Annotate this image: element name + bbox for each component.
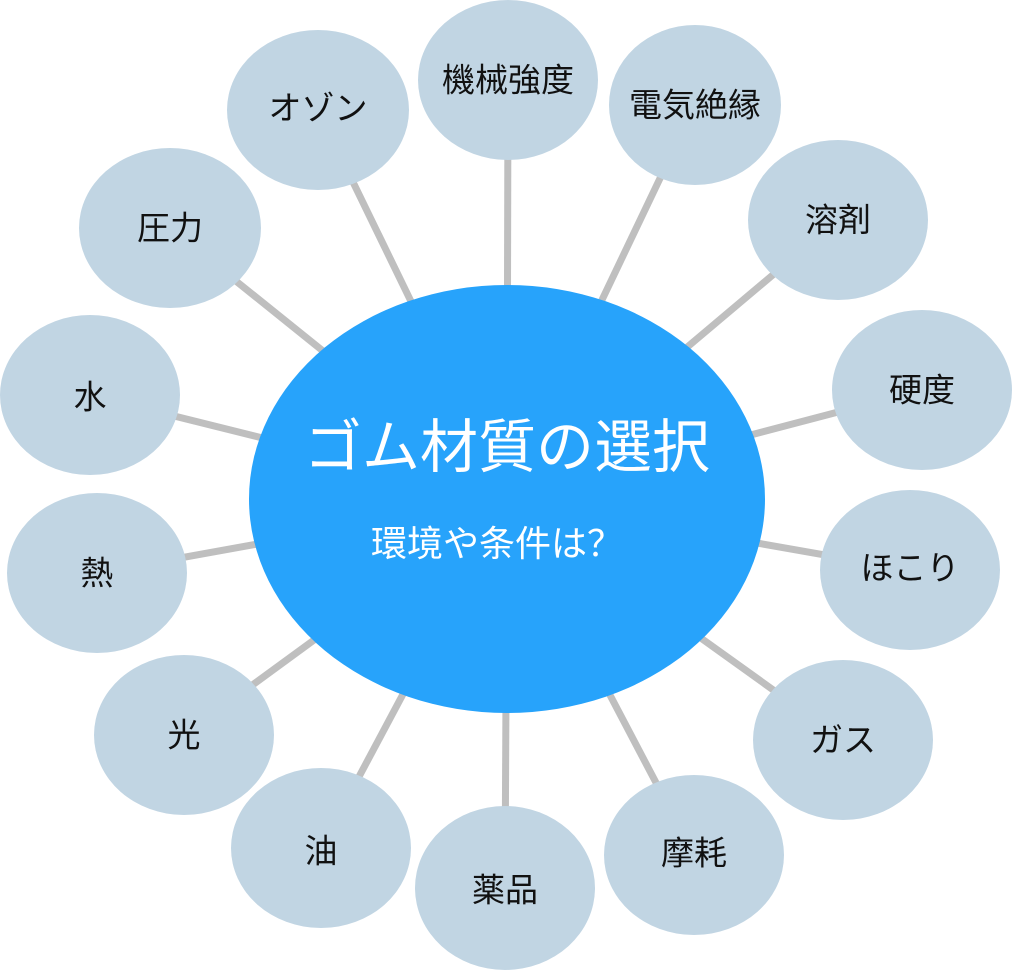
- node-dust-shape: [820, 490, 1000, 650]
- node-dust-label: ほこり: [860, 548, 960, 588]
- node-mechanical-strength-label: 機械強度: [442, 60, 574, 100]
- node-light-shape: [94, 655, 274, 815]
- node-chemicals-label: 薬品: [472, 870, 538, 910]
- node-solvent-shape: [748, 140, 928, 300]
- node-pressure-label: 圧力: [137, 208, 203, 248]
- node-heat-shape: [7, 493, 187, 653]
- center-node-shape: [249, 285, 765, 713]
- node-mechanical-strength-shape: [418, 0, 598, 160]
- node-water-shape: [0, 315, 180, 475]
- node-heat-label: 熱: [80, 553, 114, 593]
- node-light-label: 光: [167, 715, 201, 755]
- node-water-label: 水: [73, 377, 107, 417]
- node-gas-label: ガス: [810, 720, 876, 760]
- node-electrical-insulation-label: 電気絶縁: [629, 85, 761, 125]
- node-ozone-label: オゾン: [268, 88, 368, 128]
- node-abrasion-label: 摩耗: [661, 833, 727, 873]
- node-abrasion-shape: [604, 775, 784, 935]
- node-oil-shape: [231, 768, 411, 928]
- node-solvent-label: 溶剤: [805, 200, 871, 240]
- center-subtitle: 環境や条件は？: [370, 524, 624, 565]
- node-hardness-label: 硬度: [889, 370, 955, 410]
- node-pressure-shape: [79, 148, 261, 308]
- node-ozone-shape: [227, 30, 409, 190]
- node-hardness-shape: [832, 310, 1012, 470]
- node-oil-label: 油: [304, 831, 338, 871]
- node-gas-shape: [753, 660, 933, 820]
- node-chemicals-shape: [415, 806, 595, 970]
- node-electrical-insulation-shape: [609, 25, 781, 185]
- center-title: ゴム材質の選択: [303, 413, 711, 481]
